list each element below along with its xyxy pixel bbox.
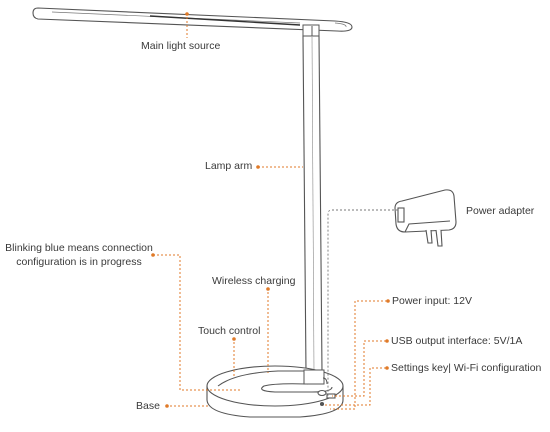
label-wireless-charging: Wireless charging <box>212 275 296 287</box>
light-head <box>32 7 353 32</box>
label-power-adapter: Power adapter <box>466 205 535 217</box>
arm-connector <box>303 369 328 385</box>
leader-lines <box>153 13 387 410</box>
label-touch-control: Touch control <box>198 325 261 337</box>
label-blinking-line2: configuration is in progress <box>16 256 142 268</box>
adapter-cable <box>327 209 398 396</box>
lamp-arm-shape <box>302 35 323 373</box>
leader-dots <box>151 12 390 408</box>
label-settings-key: Settings key| Wi-Fi configuration <box>391 362 542 374</box>
label-main-light-source: Main light source <box>141 40 221 52</box>
hinge <box>302 24 320 38</box>
label-blinking-line1: Blinking blue means connection <box>5 242 153 254</box>
power-adapter-shape <box>394 189 457 247</box>
label-base: Base <box>136 400 160 412</box>
label-usb-output: USB output interface: 5V/1A <box>391 335 523 347</box>
label-lamp-arm: Lamp arm <box>205 160 253 172</box>
label-power-input: Power input: 12V <box>392 295 472 307</box>
